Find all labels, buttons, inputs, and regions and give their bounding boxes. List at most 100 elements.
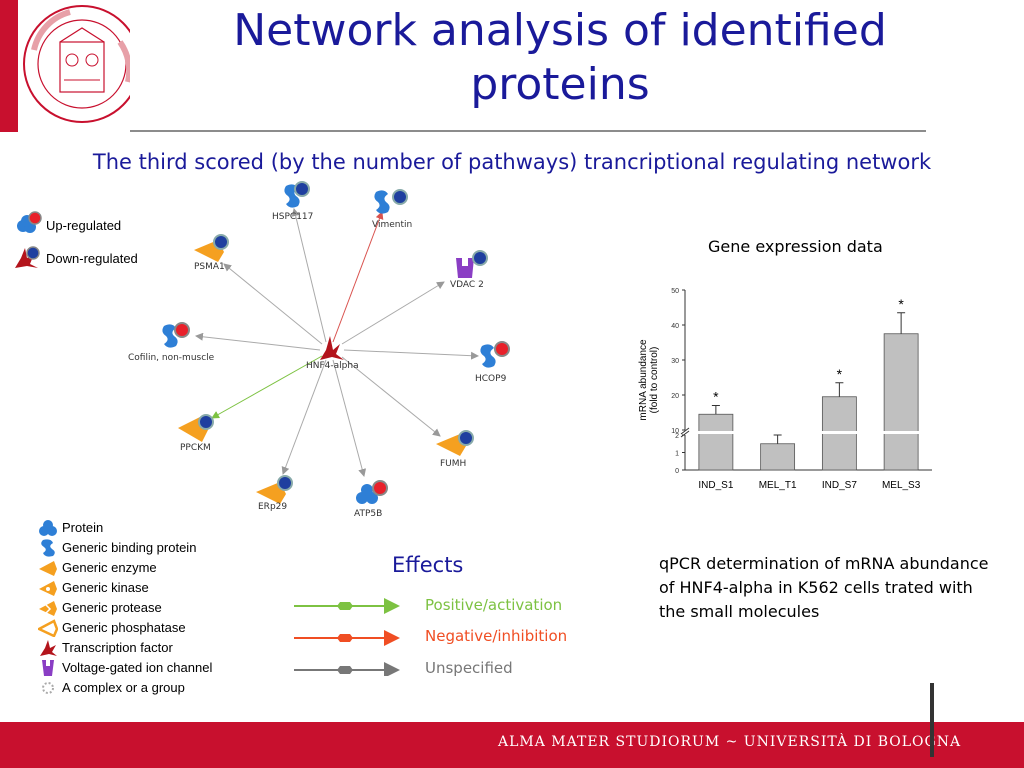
type-legend-complex: A complex or a group	[38, 678, 258, 698]
bar-break	[697, 431, 734, 434]
bar	[760, 443, 796, 471]
label-hnf4-alpha: HNF4-alpha	[306, 361, 359, 371]
qpcr-caption: qPCR determination of mRNA abundance of …	[659, 554, 989, 621]
node-hcop9	[480, 341, 510, 368]
effect-negative-label: Negative/inhibition	[425, 627, 568, 645]
type-legend-label: Voltage-gated ion channel	[62, 660, 213, 675]
y-tick-label: 40	[671, 323, 679, 330]
type-legend-ion-channel: Voltage-gated ion channel	[38, 658, 258, 678]
node-fumh	[436, 430, 474, 456]
legend-up-regulated: Up-regulated	[46, 218, 122, 233]
y-tick-label: 50	[671, 288, 679, 295]
axis-break-mark	[680, 427, 690, 435]
type-legend-transcription-factor: Transcription factor	[38, 638, 258, 658]
x-tick-label: MEL_T1	[759, 480, 797, 491]
edge-ppckm	[211, 355, 323, 419]
node-ppckm	[178, 414, 214, 442]
node-vimentin	[374, 189, 408, 214]
type-legend-label: Generic protease	[62, 600, 162, 615]
phosphatase-icon	[38, 619, 58, 637]
edge-fumh	[341, 356, 441, 437]
footer-text: ALMA MATER STUDIORUM ~ UNIVERSITÀ DI BOL…	[498, 734, 962, 750]
edge-hcop9	[343, 349, 479, 360]
type-legend-protease: Generic protease	[38, 598, 258, 618]
chart-title: Gene expression data	[708, 237, 883, 256]
significance-mark: *	[898, 296, 904, 312]
edge-vdac2	[341, 281, 445, 345]
complex-icon	[42, 682, 54, 694]
protein-icon	[39, 520, 57, 536]
bar-break	[821, 431, 858, 434]
unspecified-arrow-icon	[294, 662, 400, 676]
label-hspc117: HSPC117	[272, 212, 314, 222]
type-legend-protein: Protein	[38, 518, 258, 538]
edge-hspc117	[291, 208, 327, 343]
down-regulated-icon	[15, 246, 40, 268]
node-atp5b	[356, 480, 388, 504]
y-tick-label: 20	[671, 393, 679, 400]
title-divider	[130, 130, 926, 132]
type-legend-label: Generic kinase	[62, 580, 149, 595]
positive-arrow-icon	[294, 598, 400, 614]
axis-break-mark	[680, 430, 690, 438]
y-tick-label: 0	[675, 468, 679, 475]
y-tick-label: 30	[671, 358, 679, 365]
negative-arrow-icon	[294, 630, 400, 646]
effects-title: Effects	[392, 553, 464, 577]
y-tick-label: 1	[675, 451, 679, 458]
type-legend-enzyme: Generic enzyme	[38, 558, 258, 578]
up-regulated-icon	[17, 211, 42, 233]
significance-mark: *	[837, 366, 843, 382]
university-seal-icon	[23, 5, 130, 123]
x-tick-label: MEL_S3	[882, 480, 921, 491]
label-hcop9: HCOP9	[475, 374, 507, 384]
page-title: Network analysis of identified proteins	[233, 5, 887, 110]
edge-atp5b	[332, 359, 367, 477]
legend-down-regulated: Down-regulated	[46, 251, 138, 266]
label-ppckm: PPCKM	[180, 443, 211, 453]
label-vimentin: Vimentin	[372, 220, 413, 230]
binding-protein-icon	[41, 539, 55, 557]
significance-mark: *	[713, 389, 719, 405]
bar-break	[883, 431, 920, 434]
effect-unspecified-label: Unspecified	[425, 659, 513, 677]
edge-erp29	[281, 359, 327, 475]
node-cofilin	[162, 322, 190, 348]
type-legend-label: Generic binding protein	[62, 540, 197, 555]
type-legend-label: Generic enzyme	[62, 560, 157, 575]
label-cofilin: Cofilin, non-muscle	[128, 353, 215, 363]
kinase-icon	[39, 581, 57, 596]
y-tick-label: 2	[675, 433, 679, 440]
type-legend-kinase: Generic kinase	[38, 578, 258, 598]
x-tick-label: IND_S1	[698, 480, 733, 491]
page-subtitle: The third scored (by the number of pathw…	[92, 150, 932, 174]
label-vdac2: VDAC 2	[450, 280, 484, 290]
ion-channel-icon	[42, 660, 54, 676]
enzyme-icon	[39, 561, 57, 576]
bar	[698, 413, 734, 471]
transcription-factor-icon	[40, 640, 57, 656]
edge-cofilin	[195, 332, 321, 351]
type-legend-binding-protein: Generic binding protein	[38, 538, 258, 558]
y-tick-label: 10	[671, 428, 679, 435]
brand-bar	[0, 0, 18, 132]
node-hnf4-alpha	[320, 336, 344, 360]
node-vdac2	[456, 250, 488, 278]
node-erp29	[256, 475, 293, 504]
edge-psma1	[223, 263, 323, 345]
footer-bar	[0, 722, 1024, 768]
label-fumh: FUMH	[440, 459, 467, 469]
protease-icon	[39, 601, 57, 616]
bar	[883, 333, 919, 471]
effects-arrows	[294, 598, 400, 676]
effect-positive-label: Positive/activation	[425, 596, 563, 614]
edge-vimentin	[332, 211, 384, 343]
type-legend-label: A complex or a group	[62, 680, 185, 695]
type-legend-label: Transcription factor	[62, 640, 173, 655]
node-hspc117	[284, 181, 310, 208]
y-axis-label: mRNA abundance(fold to control)	[638, 339, 660, 421]
footer-divider	[930, 683, 934, 757]
node-psma1	[194, 234, 229, 262]
x-tick-label: IND_S7	[822, 480, 857, 491]
